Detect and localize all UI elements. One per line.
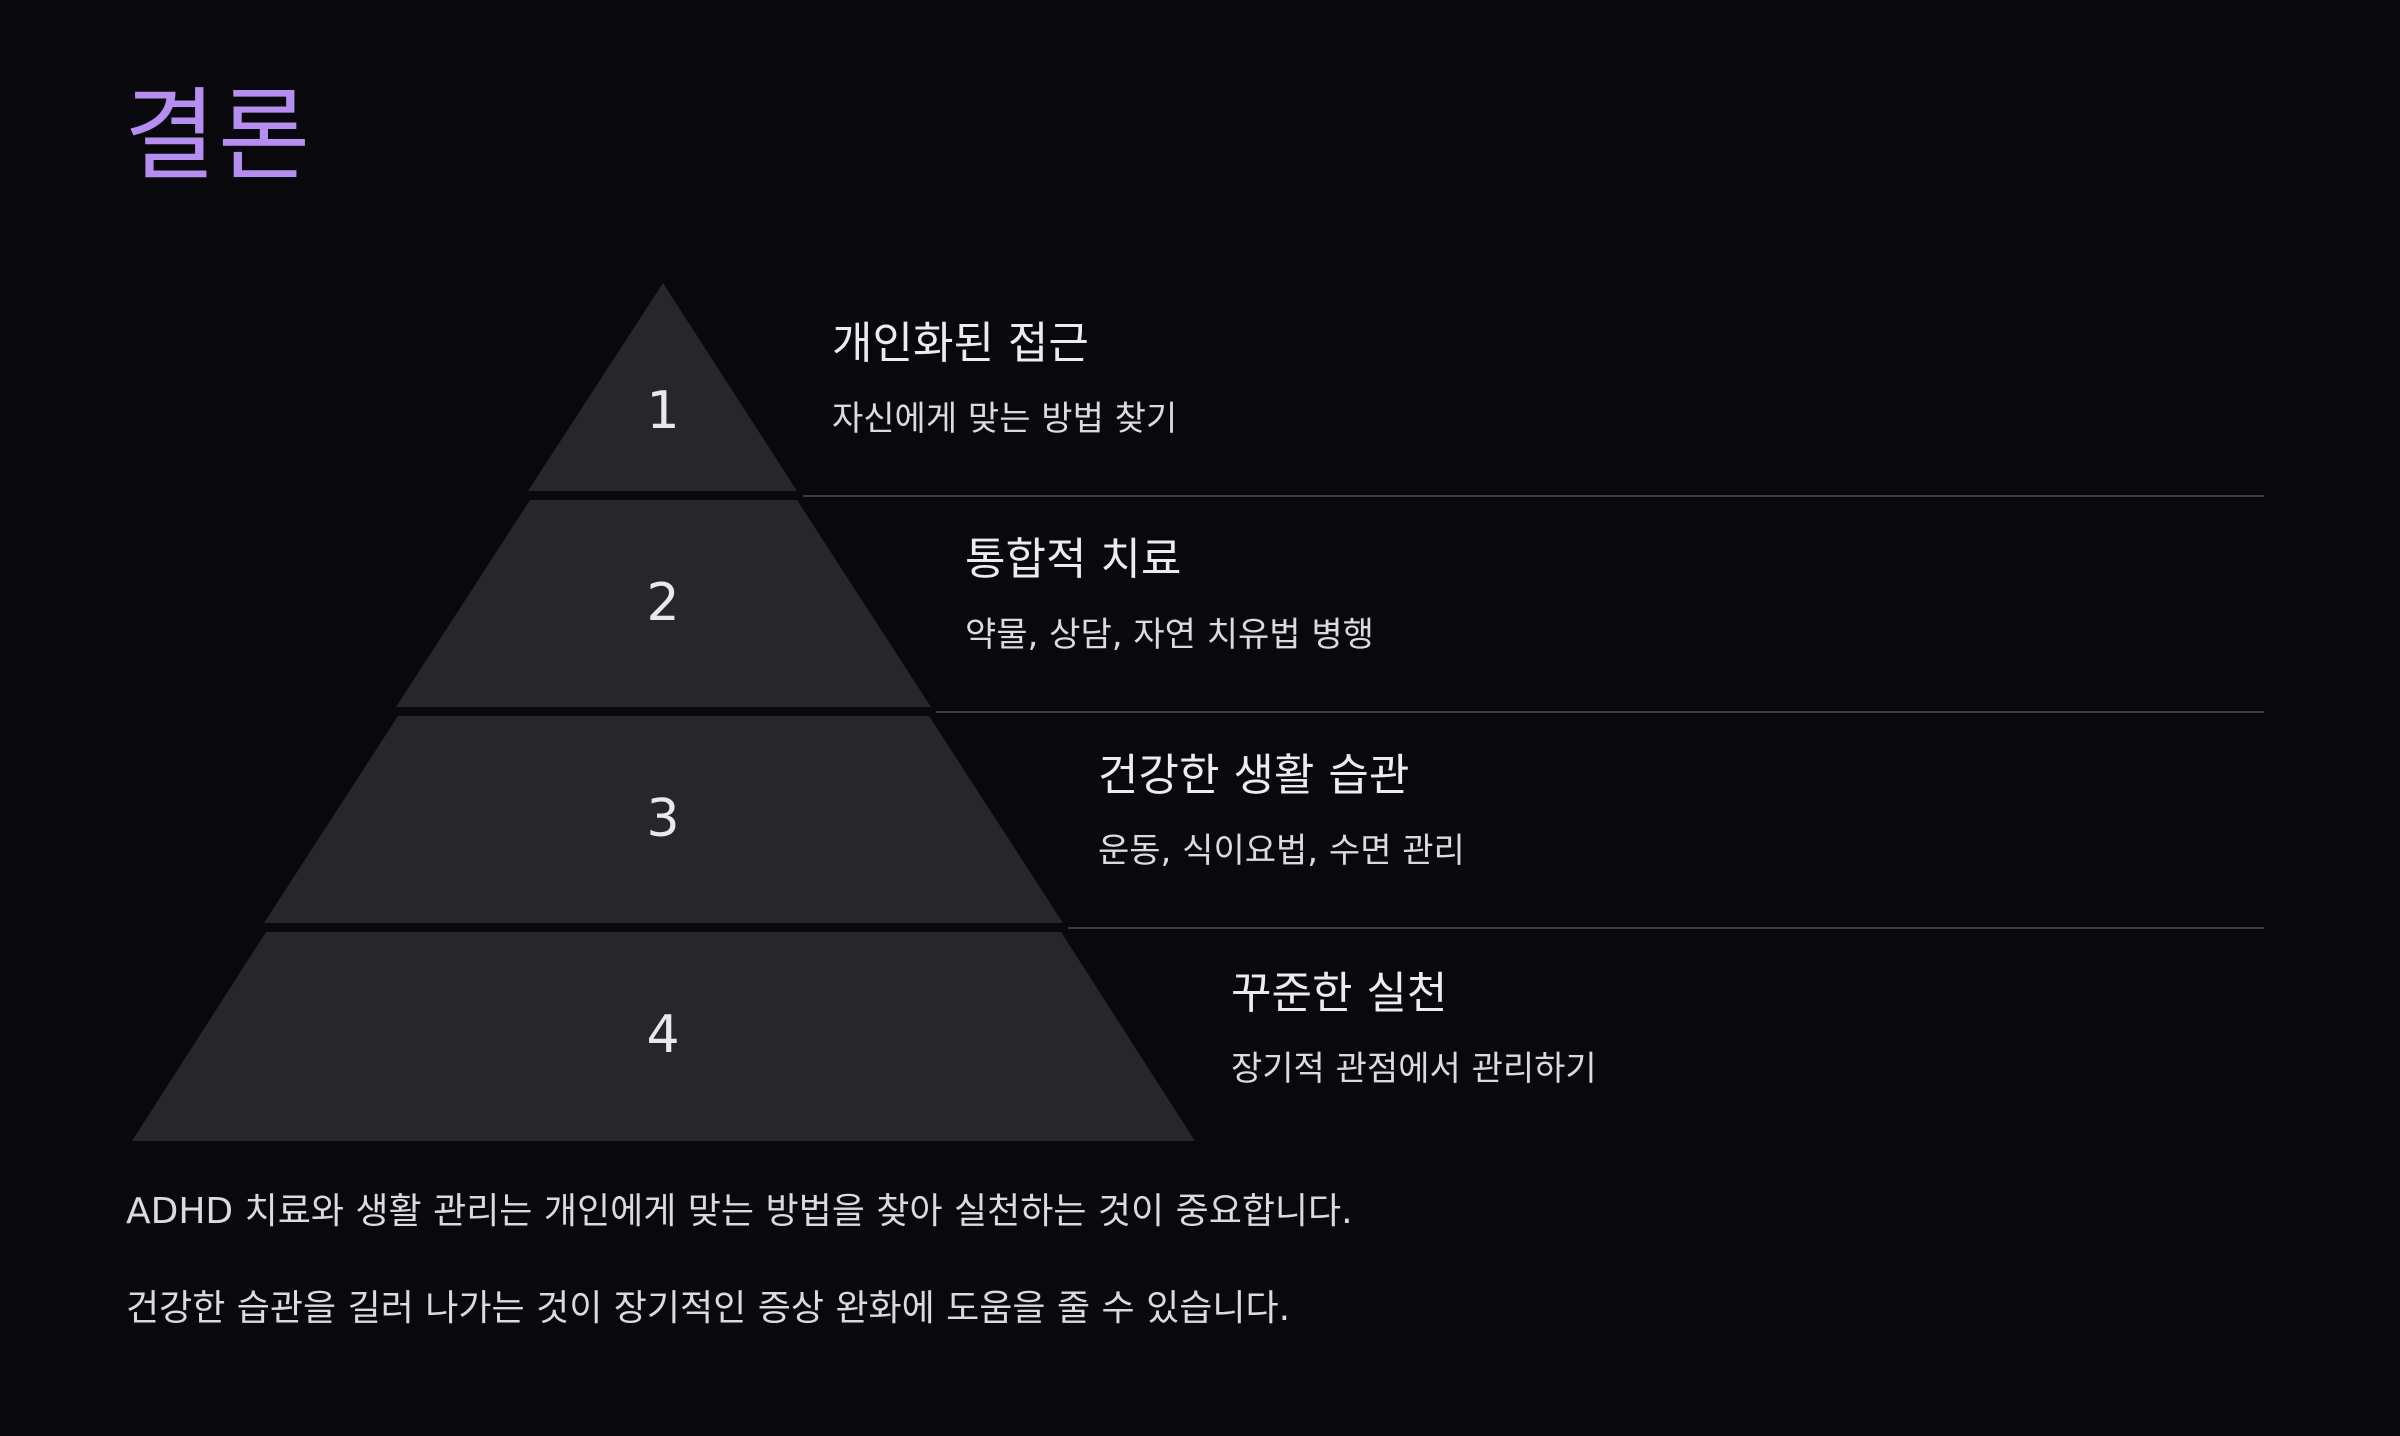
tier-title-2: 통합적 치료 [965, 534, 1182, 585]
tier-number-1: 1 [646, 381, 679, 441]
pyramid-tier-3 [264, 716, 1063, 923]
tier-label-1: 개인화된 접근 자신에게 맞는 방법 찾기 [832, 318, 1178, 439]
tier-number-2: 2 [646, 573, 679, 633]
tier-description-4: 장기적 관점에서 관리하기 [1231, 1049, 1597, 1089]
pyramid-tier-2 [396, 500, 931, 707]
conclusion-text-2: 건강한 습관을 길러 나가는 것이 장기적인 증상 완화에 도움을 줄 수 있습… [126, 1288, 1291, 1329]
pyramid-tier-1 [528, 283, 797, 491]
tier-description-1: 자신에게 맞는 방법 찾기 [832, 399, 1178, 439]
tier-description-3: 운동, 식이요법, 수면 관리 [1098, 831, 1465, 871]
pyramid-tier-4 [132, 932, 1195, 1141]
tier-label-3: 건강한 생활 습관 운동, 식이요법, 수면 관리 [1098, 750, 1465, 871]
tier-label-4: 꾸준한 실천 장기적 관점에서 관리하기 [1231, 968, 1597, 1089]
tier-title-1: 개인화된 접근 [832, 318, 1089, 369]
conclusion-text-1: ADHD 치료와 생활 관리는 개인에게 맞는 방법을 찾아 실천하는 것이 중… [126, 1191, 1353, 1232]
tier-label-2: 통합적 치료 약물, 상담, 자연 치유법 병행 [965, 534, 1374, 655]
tier-number-4: 4 [646, 1005, 679, 1065]
tier-description-2: 약물, 상담, 자연 치유법 병행 [965, 615, 1374, 655]
tier-number-3: 3 [646, 789, 679, 849]
page-title: 결론 [124, 77, 312, 194]
tier-title-4: 꾸준한 실천 [1231, 968, 1448, 1019]
tier-title-3: 건강한 생활 습관 [1098, 750, 1410, 801]
